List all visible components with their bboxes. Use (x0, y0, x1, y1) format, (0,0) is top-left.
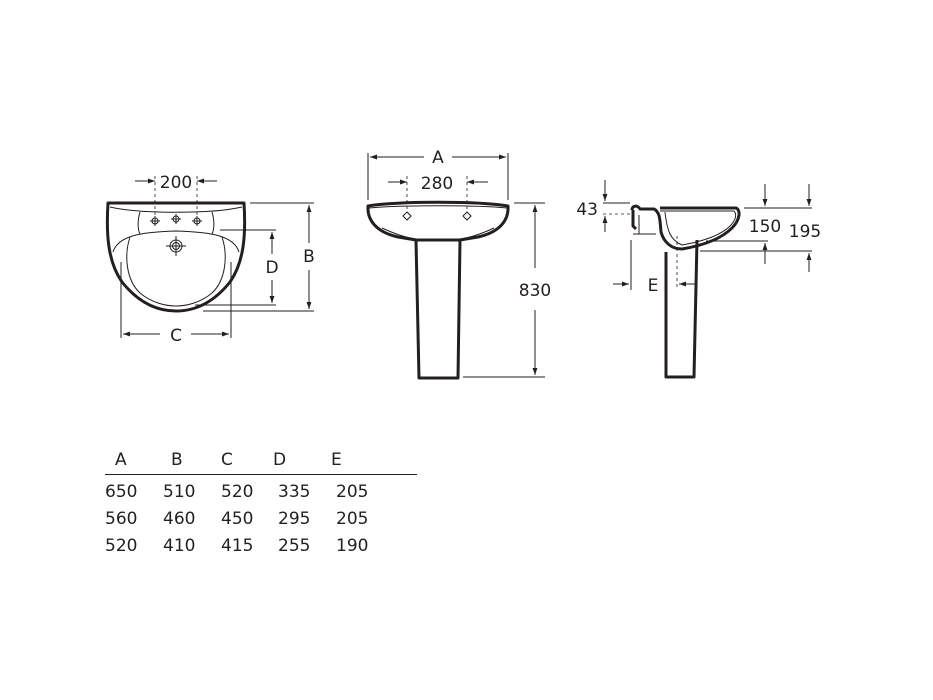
svg-text:C: C (170, 326, 182, 346)
cell: 520 (221, 482, 254, 502)
dimension-195: 195 (700, 184, 821, 272)
column-header-d: D (273, 450, 287, 470)
svg-text:280: 280 (421, 174, 453, 194)
cell: 205 (336, 482, 369, 502)
svg-text:43: 43 (576, 200, 598, 220)
column-header-e: E (331, 450, 342, 470)
svg-text:A: A (432, 148, 444, 168)
cell: 295 (278, 509, 311, 529)
cell: 190 (336, 536, 369, 556)
svg-text:195: 195 (789, 222, 821, 242)
table-row: 520 410 415 255 190 (105, 533, 417, 560)
dimension-280: 280 (388, 174, 488, 212)
column-header-c: C (221, 450, 233, 470)
dimension-150: 150 (706, 184, 812, 264)
dimension-A: A (367, 148, 509, 200)
dimension-200: 200 (135, 173, 217, 215)
svg-text:B: B (303, 247, 315, 267)
dimensions-table: A B C D E 650 510 520 335 205 560 460 45… (105, 448, 417, 560)
cell: 510 (163, 482, 196, 502)
dimension-E: E (613, 236, 695, 296)
tap-hole-icon (402, 211, 472, 221)
cell: 255 (278, 536, 311, 556)
cell: 335 (278, 482, 311, 502)
cell: 450 (221, 509, 254, 529)
dimension-C: C (120, 262, 232, 346)
cell: 205 (336, 509, 369, 529)
cell: 520 (105, 536, 138, 556)
svg-text:E: E (648, 276, 659, 296)
svg-text:200: 200 (160, 173, 192, 193)
cell: 415 (221, 536, 254, 556)
drain-icon (166, 236, 186, 256)
dimension-B: B (203, 202, 315, 312)
column-header-b: B (171, 450, 183, 470)
dimension-D: D (195, 229, 279, 306)
cell: 650 (105, 482, 138, 502)
cell: 560 (105, 509, 138, 529)
cell: 410 (163, 536, 196, 556)
front-view-basin (366, 200, 510, 380)
dimension-830: 830 (463, 202, 551, 378)
table-row: 650 510 520 335 205 (105, 479, 417, 506)
side-view-basin (630, 204, 741, 379)
svg-text:150: 150 (749, 217, 781, 237)
cell: 460 (163, 509, 196, 529)
table-row: 560 460 450 295 205 (105, 506, 417, 533)
svg-text:D: D (265, 258, 278, 278)
top-view-basin (105, 201, 247, 313)
table-header: A B C D E (105, 448, 417, 475)
svg-text:830: 830 (519, 281, 551, 301)
tap-hole-icon (150, 214, 202, 226)
dimension-43: 43 (576, 180, 633, 232)
column-header-a: A (115, 450, 127, 470)
